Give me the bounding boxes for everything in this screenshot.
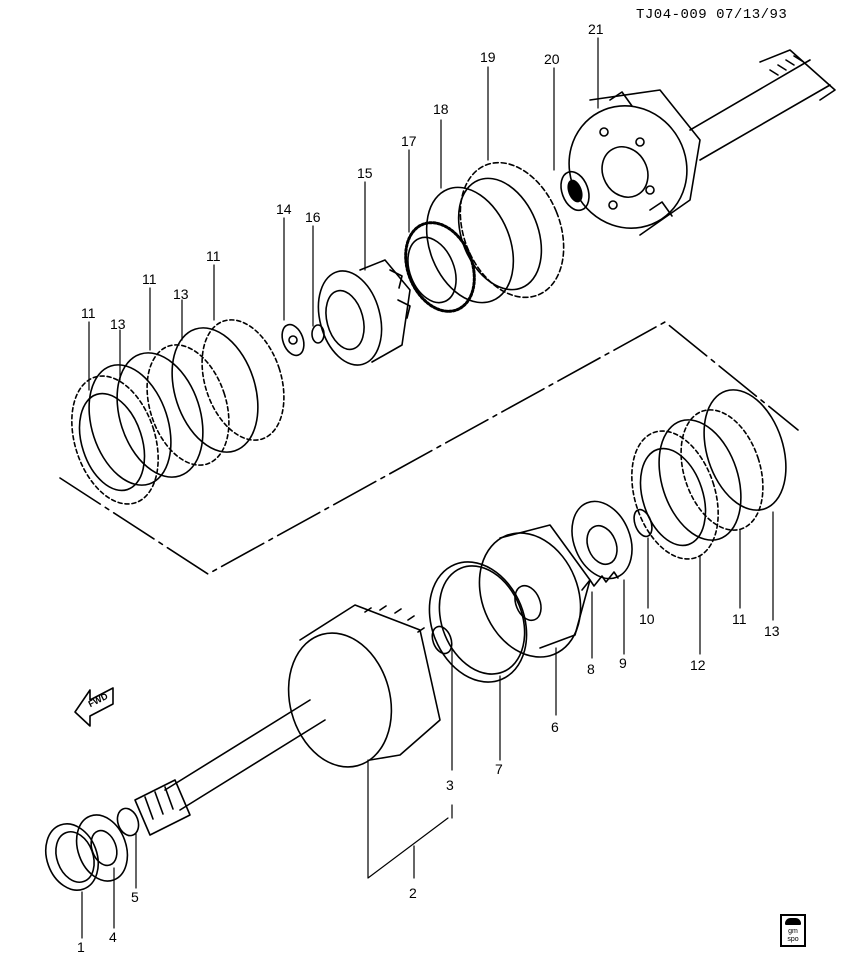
callout-18: 18 (433, 101, 449, 117)
upper-clutch-plates (71, 319, 285, 505)
callout-21: 21 (588, 21, 604, 37)
callout-7: 7 (495, 761, 503, 777)
snap-ring-front (44, 823, 100, 891)
callout-11-b: 11 (142, 271, 157, 287)
seal-ring (431, 625, 453, 655)
callout-13-b: 13 (173, 286, 189, 302)
small-snap-ring (633, 508, 653, 538)
input-drum-shaft (134, 604, 441, 836)
output-shaft-carrier (568, 49, 836, 236)
callout-3: 3 (446, 777, 454, 793)
callout-4: 4 (109, 929, 117, 945)
piston-seal (428, 561, 528, 683)
callout-12: 12 (690, 657, 706, 673)
callout-14: 14 (276, 201, 292, 217)
callout-19: 19 (480, 49, 496, 65)
callout-11-d: 11 (732, 611, 747, 627)
bushing-washer (311, 324, 325, 344)
callout-5: 5 (131, 889, 139, 905)
callout-13-c: 13 (764, 623, 780, 639)
callout-15: 15 (357, 165, 373, 181)
callout-2: 2 (409, 885, 417, 901)
ring-gear (457, 161, 565, 299)
thrust-washer (281, 323, 305, 357)
clutch-piston (478, 524, 591, 658)
callout-17: 17 (401, 133, 417, 149)
fwd-arrow-icon (74, 687, 114, 727)
gm-spo-logo: gm spo (780, 914, 806, 947)
callout-16: 16 (305, 209, 321, 225)
o-ring (116, 807, 140, 837)
callout-13-a: 13 (110, 316, 126, 332)
clutch-pack-outline (59, 321, 799, 575)
drawing-code: TJ04-009 07/13/93 (636, 7, 788, 23)
leader-lines (81, 37, 774, 939)
logo-line-1: gm (788, 928, 798, 935)
callout-10: 10 (639, 611, 655, 627)
callout-8: 8 (587, 661, 595, 677)
snap-ring (425, 186, 515, 304)
sun-gear-drum (317, 259, 411, 366)
callout-6: 6 (551, 719, 559, 735)
callout-11-c: 11 (206, 248, 221, 264)
thrust-bearing (560, 170, 590, 212)
callout-20: 20 (544, 51, 560, 67)
callout-1: 1 (77, 939, 85, 955)
callout-9: 9 (619, 655, 627, 671)
logo-line-2: spo (787, 936, 799, 943)
lower-clutch-plates (631, 389, 787, 560)
roller-clutch (404, 221, 476, 313)
thrust-washer-front (75, 814, 129, 882)
callout-11-a: 11 (81, 305, 96, 321)
